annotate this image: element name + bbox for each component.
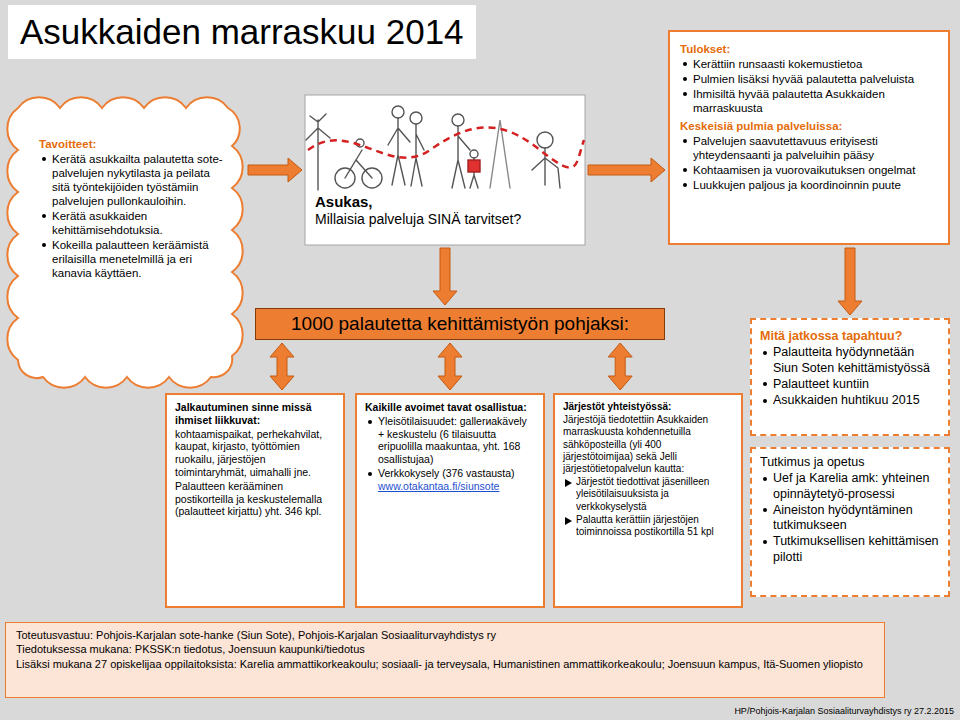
organisations-box: Järjestöt yhteistyössä:Järjestöjä tiedot…	[553, 393, 743, 608]
bullet-text: Palautteet kuntiin	[760, 377, 940, 392]
heading: Kaikille avoimet tavat osallistua:	[365, 401, 535, 414]
arrow-bullet-text: Palautta kerättiin järjestöjen toiminnoi…	[563, 514, 733, 538]
bullet-text: Aineiston hyödyntäminen tutkimukseen	[760, 503, 940, 534]
footer-note: HP/Pohjois-Karjalan Sosiaaliturvayhdisty…	[734, 706, 954, 716]
heading: Tavoitteet:	[39, 137, 223, 151]
block-arrow	[608, 343, 632, 390]
block-arrow	[270, 343, 294, 390]
bullet-text: Verkkokysely (376 vastausta)	[365, 467, 535, 480]
body-text: Toteutusvastuu: Pohjois-Karjalan sote-ha…	[16, 629, 874, 642]
bullet-text: Palvelujen saavutettavuus erityisesti yh…	[680, 134, 938, 162]
block-arrow	[838, 248, 862, 315]
bullet-text: Palautteita hyödynnetään Siun Soten kehi…	[760, 345, 940, 376]
body-text: Tiedotuksessa mukana: PKSSK:n tiedotus, …	[16, 643, 874, 656]
goals-cloud: Tavoitteet:Kerätä asukkailta palautetta …	[5, 95, 245, 390]
bullet-text: Yleisötilaisuudet: gallerиakävely + kesk…	[365, 415, 535, 466]
bullet-text: Ihmisiltä hyvää palautetta Asukkaiden ma…	[680, 87, 938, 115]
bullet-text: Kerätä asukkailta palautetta sote-palvel…	[39, 152, 223, 208]
question-heading: Asukas,	[315, 193, 575, 211]
body-text: Tutkimus ja opetus	[760, 455, 940, 470]
bullet-text: Asukkaiden huhtikuu 2015	[760, 393, 940, 408]
arrow-bullet-text: Järjestöt tiedottivat jäsenilleen yleisö…	[563, 476, 733, 513]
heading: Tulokset:	[680, 42, 938, 56]
body-text: kohtaamispaikat, perhekahvilat, kaupat, …	[175, 428, 335, 479]
cloud-shape	[7, 97, 242, 387]
heading: Mitä jatkossa tapahtuu?	[760, 329, 940, 344]
bullet-text: Kerätä asukkaiden kehittämisehdotuksia.	[39, 209, 223, 237]
bullet-text: Tutkimuksellisen kehittämisen pilotti	[760, 534, 940, 565]
question-text: Millaisia palveluja SINÄ tarvitset?	[315, 211, 575, 228]
next-steps-box: Mitä jatkossa tapahtuu?Palautteita hyödy…	[750, 318, 950, 436]
illustration-frame	[305, 95, 585, 245]
title: Asukkaiden marraskuu 2014	[8, 5, 476, 59]
responsibility-box: Toteutusvastuu: Pohjois-Karjalan sote-ha…	[5, 622, 885, 698]
bullet-text: Kerättiin runsaasti kokemustietoa	[680, 57, 938, 71]
people-sketch	[306, 106, 560, 190]
block-arrow	[588, 158, 665, 182]
outreach-box: Jalkautuminen sinne missä ihmiset liikku…	[165, 393, 345, 608]
band-text: 1000 palautetta kehittämistyön pohjaksi:	[264, 312, 656, 336]
illustration-box: Asukas,Millaisia palveluja SINÄ tarvitse…	[305, 95, 585, 245]
block-arrow	[433, 248, 457, 305]
body-text: Lisäksi mukana 27 opiskelijaa oppilaitok…	[16, 658, 874, 671]
bullet-text: Pulmien lisäksi hyvää palautetta palvelu…	[680, 72, 938, 86]
feedback-band: 1000 palautetta kehittämistyön pohjaksi:	[255, 308, 665, 340]
heading: Jalkautuminen sinne missä ihmiset liikku…	[175, 401, 335, 427]
link-text: www.otakantaa.fi/siunsote	[365, 480, 535, 493]
body-text: Järjestöjä tiedotettiin Asukkaiden marra…	[563, 414, 733, 475]
results-box: Tulokset:Kerättiin runsaasti kokemustiet…	[668, 30, 950, 245]
heading: Keskeisiä pulmia palveluissa:	[680, 119, 938, 133]
bullet-text: Kokeilla palautteen keräämistä erilaisil…	[39, 238, 223, 280]
route-line	[308, 127, 584, 167]
body-text: Palautteen kerääminen postikorteilla ja …	[175, 480, 335, 518]
block-arrow	[438, 343, 462, 390]
block-arrow	[248, 158, 302, 182]
bullet-text: Kohtaamisen ja vuorovaikutuksen ongelmat	[680, 163, 938, 177]
bullet-text: Luukkujen paljous ja koordinoinnin puute	[680, 178, 938, 192]
open-channels-box: Kaikille avoimet tavat osallistua:Yleisö…	[355, 393, 545, 608]
research-box: Tutkimus ja opetusUef ja Karelia amk: yh…	[750, 447, 950, 597]
heading: Järjestöt yhteistyössä:	[563, 401, 733, 413]
bullet-text: Uef ja Karelia amk: yhteinen opinnäytety…	[760, 471, 940, 502]
